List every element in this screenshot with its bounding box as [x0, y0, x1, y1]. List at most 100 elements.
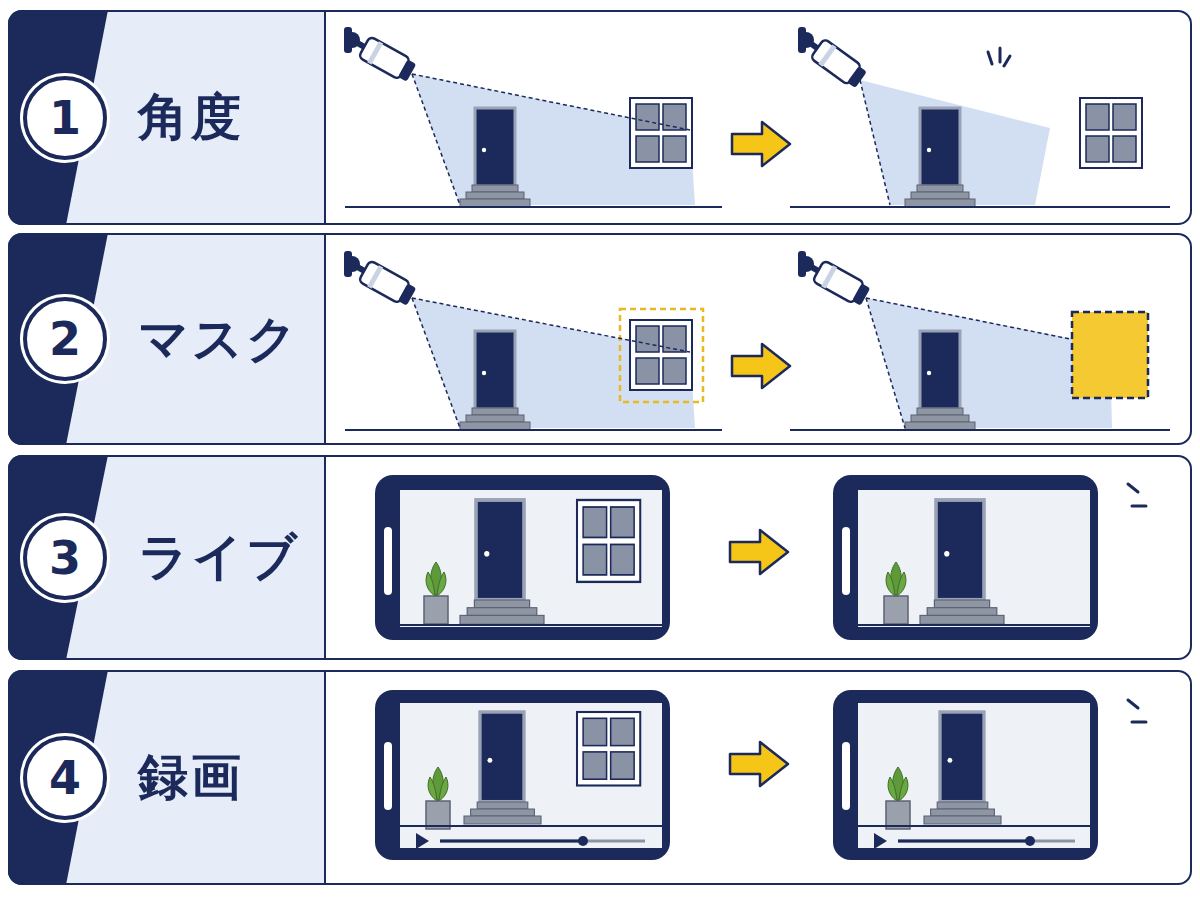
angle-after-scene-part	[790, 206, 1170, 208]
angle-after-scene-part	[798, 27, 868, 90]
live-after-phone-part	[858, 624, 1090, 626]
card-background-part	[324, 10, 326, 225]
recording-after-phone-part	[858, 703, 1090, 848]
step-label: ライブ	[138, 457, 328, 658]
live-after-phone-part	[833, 475, 1098, 640]
recording-after-phone-part	[842, 742, 850, 810]
recording-after-phone-part	[874, 833, 887, 849]
recording-before-phone-part	[480, 712, 524, 802]
illustration-canvas-part	[732, 344, 790, 388]
angle-before-scene-part	[630, 98, 692, 168]
mask-before-scene-part	[344, 251, 417, 307]
illustration-canvas-part	[730, 742, 788, 786]
card-background	[8, 670, 1192, 885]
recording-after-phone-part	[858, 825, 1090, 827]
live-after-phone-part	[884, 562, 908, 624]
live-after-phone-part	[920, 600, 1004, 624]
step-label: 録画	[138, 672, 328, 883]
live-after-phone-part	[1128, 484, 1146, 506]
card-background-part	[8, 10, 108, 225]
live-before-phone-part	[577, 500, 640, 582]
mask-after-scene-part	[790, 429, 1170, 431]
illustration-canvas-part	[730, 530, 788, 574]
live-after-phone	[833, 475, 1146, 640]
angle-before-scene	[344, 27, 722, 207]
step-card: 角度1	[8, 10, 1192, 225]
live-before-phone-part	[400, 624, 662, 626]
recording-before-phone-part	[384, 742, 392, 810]
angle-after-scene-part	[988, 48, 1010, 66]
mask-after-scene-part	[1072, 312, 1148, 398]
recording-after-phone-part	[940, 712, 984, 802]
live-before-phone-part	[375, 475, 670, 640]
mask-after-scene-part	[866, 298, 1075, 340]
mask-before-scene-part	[630, 320, 692, 390]
card-background-part	[8, 455, 108, 660]
step-card: ライブ 3	[8, 455, 1192, 660]
live-before-phone-part	[460, 600, 544, 624]
live-after-phone-part	[858, 490, 1090, 627]
step-number: 4	[49, 755, 81, 801]
angle-after-scene-part	[920, 108, 960, 186]
card-background-part	[8, 670, 1192, 885]
recording-before-phone-part	[400, 703, 662, 848]
recording-before-phone-part	[440, 840, 645, 843]
recording-before-phone	[375, 690, 670, 860]
angle-before-scene-part	[475, 108, 515, 186]
mask-after-scene	[790, 251, 1170, 430]
live-before-phone-part	[400, 490, 662, 627]
number-circle: 4	[23, 736, 107, 820]
angle-before-scene-part	[344, 27, 417, 83]
recording-before-phone-part	[416, 833, 429, 849]
mask-after-scene-part	[905, 408, 975, 430]
angle-after-scene-part	[905, 185, 975, 207]
card-background-part	[8, 233, 108, 445]
number-circle: 3	[23, 516, 107, 600]
angle-before-scene-part	[412, 74, 690, 130]
recording-before-phone-part	[577, 712, 640, 786]
recording-before-phone-part	[578, 836, 588, 846]
recording-after-phone	[833, 690, 1146, 860]
mask-before-scene-part	[460, 408, 530, 430]
recording-before-phone-part	[440, 840, 583, 843]
live-after-phone-part	[842, 527, 850, 595]
card-background-part	[8, 670, 108, 885]
step-card: 録画 4	[8, 670, 1192, 885]
angle-before-scene-part	[345, 206, 722, 208]
live-before-phone-part	[384, 527, 392, 595]
recording-after-phone-part	[833, 690, 1098, 860]
recording-after-phone-part	[886, 767, 910, 829]
mask-after-scene-part	[798, 251, 871, 307]
live-after-phone-part	[936, 500, 984, 600]
angle-after-scene-part	[860, 80, 890, 205]
mask-after-scene-part	[920, 331, 960, 409]
recording-before-phone-part	[375, 690, 670, 860]
live-before-phone-part	[424, 562, 448, 624]
step-label: マスク	[138, 235, 328, 443]
card-background	[8, 455, 1192, 660]
angle-after-scene-part	[1080, 98, 1142, 168]
recording-before-phone-part	[426, 767, 450, 829]
mask-before-scene-part	[475, 331, 515, 409]
angle-after-scene	[790, 27, 1170, 207]
live-before-phone	[375, 475, 670, 640]
card-background-part	[324, 670, 326, 885]
mask-before-scene-part	[412, 298, 695, 428]
recording-after-phone-part	[1128, 700, 1146, 722]
angle-before-scene-part	[412, 74, 695, 205]
mask-before-scene-part	[345, 429, 722, 431]
card-background-part	[8, 10, 1192, 225]
card-background-part	[324, 233, 326, 445]
angle-before-scene-part	[412, 74, 460, 205]
recording-before-phone-part	[400, 825, 662, 827]
mask-before-scene-part	[620, 309, 703, 402]
card-background-part	[8, 455, 1192, 660]
live-before-phone-part	[476, 500, 524, 600]
recording-after-phone-part	[1025, 836, 1035, 846]
step-card: マスク2	[8, 233, 1192, 445]
mask-before-scene	[344, 251, 722, 430]
card-background-part	[324, 455, 326, 660]
mask-after-scene-part	[866, 298, 905, 428]
step-label: 角度	[138, 12, 328, 223]
